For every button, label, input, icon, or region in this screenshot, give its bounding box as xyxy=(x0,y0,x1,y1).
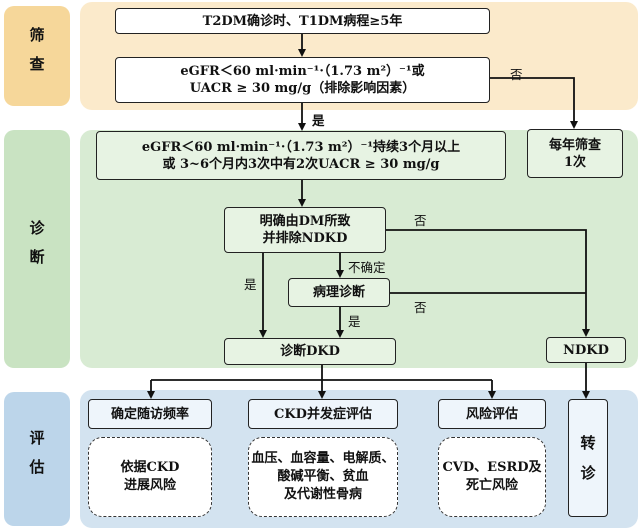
node-followup: 确定随访频率 xyxy=(88,399,212,429)
node-clear-dm: 明确由DM所致 并排除NDKD xyxy=(224,207,386,253)
node-complication-detail: 血压、血容量、电解质、 酸碱平衡、贫血 及代谢性骨病 xyxy=(248,437,398,517)
edge-clear-ndkd xyxy=(385,229,590,337)
node-pathology: 病理诊断 xyxy=(288,278,390,307)
node-complication: CKD并发症评估 xyxy=(248,399,398,429)
edge-label-no-pathology: 否 xyxy=(414,300,427,315)
node-yearly: 每年筛查 1次 xyxy=(527,129,623,178)
section-label-diagnosis: 诊断 xyxy=(4,130,70,368)
node-dkd: 诊断DKD xyxy=(224,338,396,365)
edge-label-no-clear: 否 xyxy=(414,213,427,228)
node-start: T2DM确诊时、T1DM病程≥5年 xyxy=(115,8,490,34)
edge-label-no-screen: 否 xyxy=(510,67,523,82)
section-label-screening: 筛查 xyxy=(4,6,70,106)
node-screen-criteria: eGFR＜60 ml·min⁻¹·（1.73 m²）⁻¹或 UACR ≥ 30 … xyxy=(115,57,490,103)
node-followup-detail: 依据CKD 进展风险 xyxy=(88,437,212,517)
node-ndkd: NDKD xyxy=(546,337,626,363)
edge-label-uncertain: 不确定 xyxy=(348,260,386,275)
node-referral: 转 诊 xyxy=(568,399,608,517)
node-diag-criteria: eGFR＜60 ml·min⁻¹·（1.73 m²）⁻¹持续3个月以上 或 3~… xyxy=(96,131,506,180)
section-label-evaluation: 评估 xyxy=(4,392,70,526)
edge-label-yes-pathology: 是 xyxy=(348,314,361,329)
edge-label-yes-screen: 是 xyxy=(312,113,325,128)
edge-label-yes-clear: 是 xyxy=(244,277,257,292)
node-risk-detail: CVD、ESRD及 死亡风险 xyxy=(438,437,546,517)
node-risk: 风险评估 xyxy=(438,399,546,429)
edge-screen-yearly xyxy=(488,77,578,129)
